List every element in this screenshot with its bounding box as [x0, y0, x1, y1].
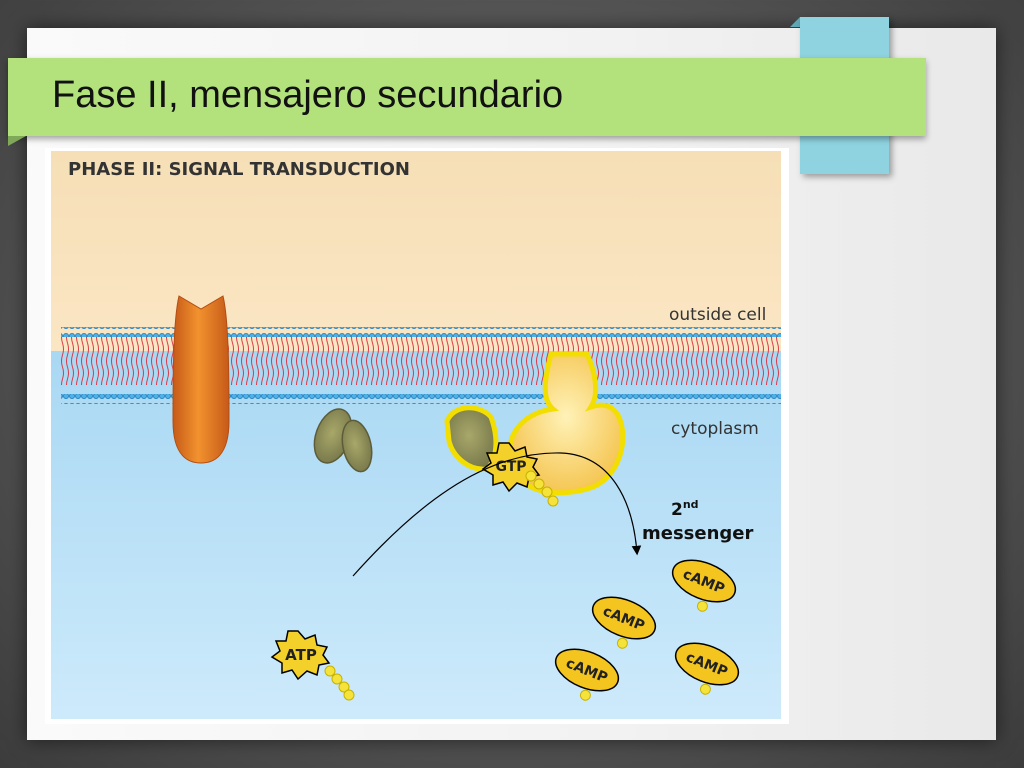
- gtp-molecule: GTP: [481, 442, 559, 507]
- outside-cell-label: outside cell: [669, 305, 766, 325]
- figure-frame: PHASE II: SIGNAL TRANSDUCTION outside ce…: [45, 148, 789, 724]
- atp-label: ATP: [285, 646, 317, 664]
- signal-transduction-diagram: PHASE II: SIGNAL TRANSDUCTION outside ce…: [51, 151, 781, 719]
- atp-molecule: ATP: [270, 630, 355, 701]
- figure-heading: PHASE II: SIGNAL TRANSDUCTION: [68, 159, 410, 180]
- g-protein: [313, 408, 373, 473]
- accent-fold: [790, 17, 800, 27]
- membrane-heads-bottom: [61, 394, 781, 404]
- camp-molecule: cAMP: [554, 648, 620, 701]
- camp-molecule: cAMP: [671, 559, 737, 612]
- membrane-tails-lower: [61, 361, 781, 385]
- gtp-label: GTP: [495, 459, 526, 475]
- camp-molecule: cAMP: [591, 596, 657, 649]
- adenylyl-cyclase-enzyme: [506, 351, 626, 496]
- receptor-protein: [172, 295, 230, 464]
- slide-title: Fase II, mensajero secundario: [52, 74, 564, 116]
- g-protein-alpha-subunit: [444, 405, 499, 472]
- membrane-heads-top: [61, 327, 781, 337]
- conversion-arrow: [352, 452, 642, 577]
- title-fold: [8, 136, 26, 146]
- messenger-label: messenger: [642, 523, 754, 544]
- second-messenger-label: 2nd: [671, 498, 699, 520]
- membrane-tails-upper: [61, 337, 781, 361]
- outside-cell-region: [51, 151, 781, 351]
- camp-molecule: cAMP: [674, 642, 740, 695]
- cytoplasm-label: cytoplasm: [671, 419, 759, 439]
- title-bar: Fase II, mensajero secundario: [8, 58, 926, 136]
